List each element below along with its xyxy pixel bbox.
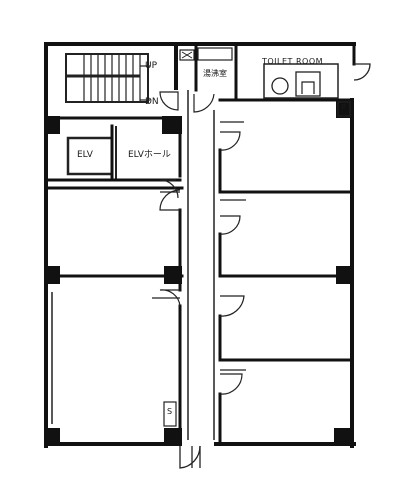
door-swings [152, 91, 246, 469]
elevator-label: ELV [77, 150, 93, 160]
left-rooms [44, 186, 184, 432]
stair-up-label: UP [145, 61, 158, 71]
kitchenette-label: 湯沸室 [203, 69, 227, 78]
stair-down-label: DN [145, 97, 159, 107]
outer-walls [44, 42, 356, 448]
pipe-space-label-bottom: S [167, 407, 173, 416]
toilet-room-label: TOILET ROOM [262, 57, 324, 66]
toilet-area [179, 42, 371, 102]
elevator-block [44, 116, 182, 182]
elevator-hall-label: ELVホール [128, 150, 171, 160]
structural-columns [44, 100, 354, 446]
central-corridor [163, 90, 215, 440]
stairwell [65, 53, 150, 103]
right-rooms [218, 98, 354, 446]
pipe-space-label: P [341, 103, 346, 112]
